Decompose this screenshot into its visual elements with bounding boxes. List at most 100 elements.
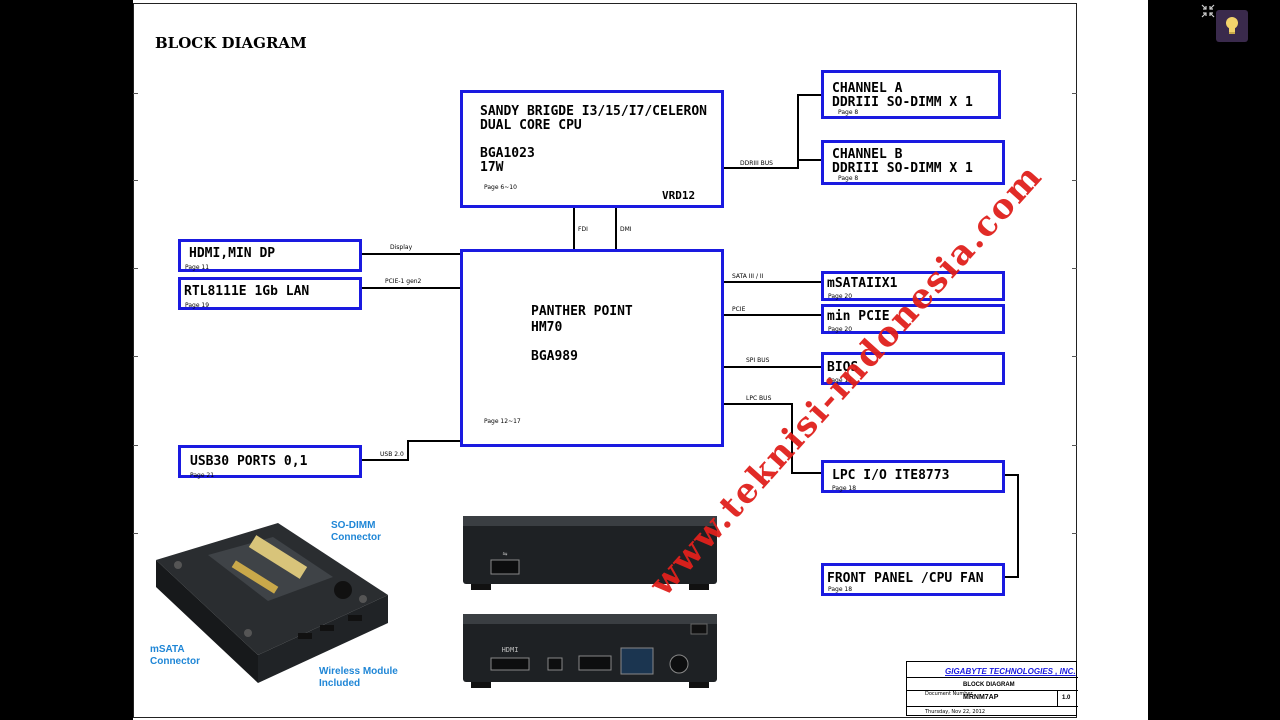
ddr-bus-branch-b xyxy=(797,159,821,161)
cpu-vrd: VRD12 xyxy=(662,189,696,202)
lpc-io-label: LPC I/O ITE8773 xyxy=(832,468,950,483)
front-panel-page: Page 18 xyxy=(828,586,853,593)
schematic-sheet: BLOCK DIAGRAM SANDY BRIGDE I3/15/I7/CELE… xyxy=(133,0,1148,720)
msata-page: Page 20 xyxy=(828,293,853,300)
usb-label: USB30 PORTS 0,1 xyxy=(190,454,308,469)
channel-a-line2: DDRIII SO-DIMM X 1 xyxy=(832,95,973,110)
channel-a-block: CHANNEL A DDRIII SO-DIMM X 1 Page 8 xyxy=(821,70,1001,119)
diagram-title: BLOCK DIAGRAM xyxy=(155,34,307,52)
channel-a-page: Page 8 xyxy=(838,109,859,116)
lpc-io-page: Page 18 xyxy=(832,485,857,492)
lpc-line-c xyxy=(791,472,821,474)
fan-line-c xyxy=(1005,576,1019,578)
hdmi-label: HDMI,MIN DP xyxy=(189,246,276,261)
doc-number: MRNM7AP xyxy=(963,694,999,701)
mini-pc-back-view: HDMI xyxy=(463,614,717,688)
lan-page: Page 19 xyxy=(185,302,210,309)
revision: 1.0 xyxy=(1062,695,1071,701)
company-name: GIGABYTE TECHNOLOGIES , INC. xyxy=(945,667,1076,676)
bios-page: Page 14 xyxy=(828,377,853,384)
sodimm-photo-label: SO-DIMM Connector xyxy=(331,520,381,543)
hdmi-page: Page 11 xyxy=(185,264,210,271)
lpc-line-a xyxy=(724,403,793,405)
usb2-line-c xyxy=(407,440,460,442)
border-tick xyxy=(1072,445,1077,446)
pch-block: PANTHER POINT HM70 BGA989 Page 12~17 xyxy=(460,249,724,447)
msata-block: mSATAIIX1 Page 20 xyxy=(821,271,1005,301)
pcie-gen2-line xyxy=(362,287,460,289)
ddr-bus-line xyxy=(724,167,797,169)
border-tick xyxy=(1072,268,1077,269)
front-panel-label: FRONT PANEL /CPU FAN xyxy=(827,571,984,586)
hint-button[interactable] xyxy=(1216,10,1248,42)
channel-b-page: Page 8 xyxy=(838,175,859,182)
svg-text:HDMI: HDMI xyxy=(502,646,519,654)
cpu-page: Page 6~10 xyxy=(484,184,517,191)
channel-b-block: CHANNEL B DDRIII SO-DIMM X 1 Page 8 xyxy=(821,140,1005,185)
doc-number-label: Document Number xyxy=(925,691,973,697)
date-row: Thursday, Nov 22, 2012 xyxy=(925,709,986,715)
display-label: Display xyxy=(390,244,413,251)
sata-label: SATA III / II xyxy=(732,273,764,280)
sata-line xyxy=(724,281,821,283)
bios-label: BIOS xyxy=(827,360,859,375)
bios-block: BIOS Page 14 xyxy=(821,352,1005,385)
border-tick xyxy=(133,445,138,446)
hdmi-block: HDMI,MIN DP Page 11 xyxy=(178,239,362,272)
border-tick xyxy=(133,180,138,181)
border-tick xyxy=(1072,356,1077,357)
pch-line2: HM70 xyxy=(531,320,563,335)
pcie-line xyxy=(724,314,821,316)
usb2-line-b xyxy=(407,440,409,461)
sheet-title: BLOCK DIAGRAM xyxy=(963,682,1015,688)
spi-label: SPI BUS xyxy=(746,357,770,364)
msata-label: mSATAIIX1 xyxy=(827,276,898,291)
lpc-line-b xyxy=(791,403,793,474)
cpu-line4: 17W xyxy=(480,160,504,175)
fan-line-b xyxy=(1017,474,1019,578)
lan-block: RTL8111E 1Gb LAN Page 19 xyxy=(178,277,362,310)
collapse-arrows-icon[interactable] xyxy=(1200,4,1216,18)
fdi-line xyxy=(573,208,575,249)
pch-line1: PANTHER POINT xyxy=(531,304,633,319)
border-tick xyxy=(133,533,138,534)
usb-page: Page 21 xyxy=(190,472,215,479)
pcie-label: PCIE xyxy=(732,306,746,313)
msata-photo-label: mSATA Connector xyxy=(150,644,200,667)
mini-pc-photo xyxy=(156,523,388,683)
border-tick xyxy=(133,356,138,357)
minpcie-page: Page 20 xyxy=(828,326,853,333)
fan-line-a xyxy=(1005,474,1019,476)
lightbulb-icon xyxy=(1226,17,1238,34)
usb-block: USB30 PORTS 0,1 Page 21 xyxy=(178,445,362,479)
cpu-line3: BGA1023 xyxy=(480,146,535,161)
spi-line xyxy=(724,366,821,368)
mini-pc-front-view: ⇋ xyxy=(463,516,717,590)
pch-line3: BGA989 xyxy=(531,349,578,364)
ddr-bus-label: DDRIII BUS xyxy=(740,160,773,167)
lpc-io-block: LPC I/O ITE8773 Page 18 xyxy=(821,460,1005,493)
title-block-rule xyxy=(907,677,1078,678)
cpu-line1: SANDY BRIGDE I3/15/I7/CELERON xyxy=(480,104,707,119)
minpcie-label: min PCIE xyxy=(827,309,890,324)
channel-b-line1: CHANNEL B xyxy=(832,147,903,162)
channel-b-line2: DDRIII SO-DIMM X 1 xyxy=(832,161,973,176)
title-block-rule xyxy=(1057,690,1058,706)
ddr-bus-branch-a xyxy=(797,94,821,96)
border-tick xyxy=(1072,180,1077,181)
sheet-border xyxy=(133,3,1077,718)
pch-page: Page 12~17 xyxy=(484,418,521,425)
dmi-line xyxy=(615,208,617,249)
wireless-photo-label: Wireless Module Included xyxy=(319,666,398,689)
usb2-line-a xyxy=(362,459,409,461)
border-tick xyxy=(133,93,138,94)
title-block-rule xyxy=(907,706,1078,707)
lpc-label: LPC BUS xyxy=(746,395,772,402)
minpcie-block: min PCIE Page 20 xyxy=(821,304,1005,334)
lan-label: RTL8111E 1Gb LAN xyxy=(184,284,310,299)
cpu-line2: DUAL CORE CPU xyxy=(480,118,582,133)
display-line xyxy=(362,253,460,255)
title-block: GIGABYTE TECHNOLOGIES , INC. BLOCK DIAGR… xyxy=(906,661,1078,716)
fdi-label: FDI xyxy=(578,226,588,233)
ddr-bus-vertical xyxy=(797,94,799,169)
